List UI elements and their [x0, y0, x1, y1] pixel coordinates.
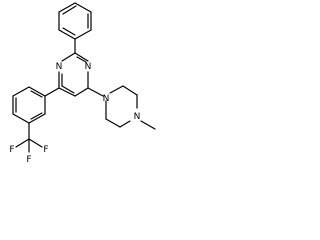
atom-n-top: N [85, 62, 92, 72]
atom-n-piperazine-1: N [103, 94, 110, 104]
bond-pyrimidine-aryl [44, 87, 60, 97]
piperazine-ring [105, 85, 138, 128]
atom-n-piperazine-4: N [134, 112, 141, 122]
bond-n-methyl [140, 120, 156, 130]
pyrimidine-ring [58, 52, 89, 97]
bond-pyrimidine-piperazine [87, 87, 104, 97]
phenyl-ring [58, 2, 92, 40]
structure-drawing: N N N N F F F [0, 0, 162, 165]
atom-f-1: F [9, 145, 14, 155]
aryl-ring [12, 86, 46, 124]
molecule-svg: N N N N F F F [9, 2, 156, 165]
cf3-bonds [15, 138, 43, 153]
atom-n-mid: N [56, 62, 63, 72]
atom-f-2: F [43, 145, 48, 155]
atom-f-3: F [26, 155, 31, 165]
